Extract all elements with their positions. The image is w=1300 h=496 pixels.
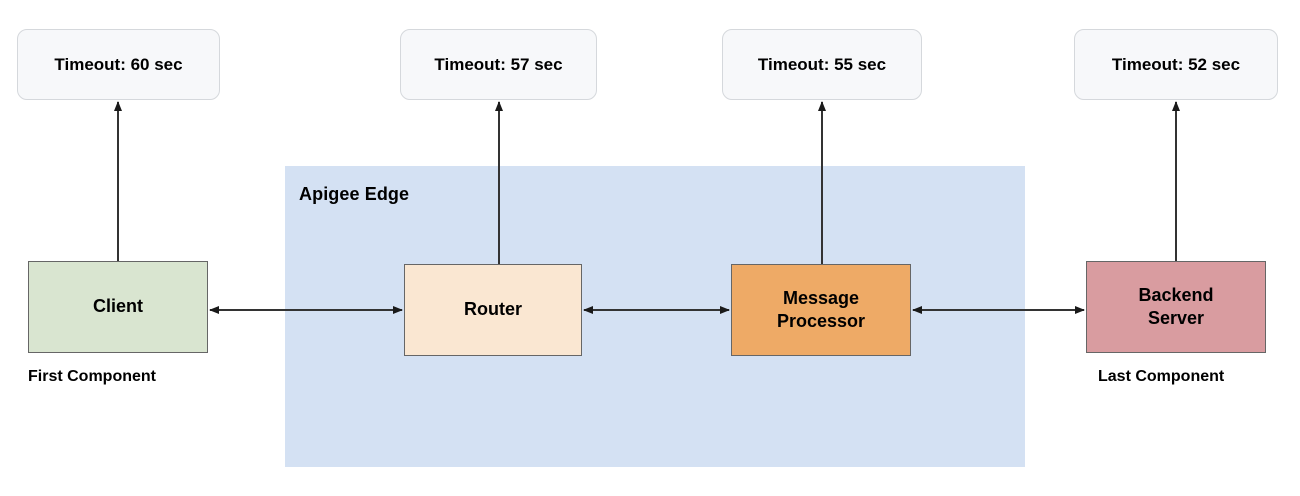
node-router-label: Router	[464, 299, 522, 320]
node-message-processor: Message Processor	[731, 264, 911, 356]
node-client: Client	[28, 261, 208, 353]
apigee-edge-label: Apigee Edge	[299, 184, 410, 204]
node-message-processor-label: Message Processor	[777, 287, 865, 333]
timeout-callout-router: Timeout: 57 sec	[400, 29, 597, 100]
node-backend-server: Backend Server	[1086, 261, 1266, 353]
node-client-label: Client	[92, 296, 143, 317]
node-message-processor-label-line2: Processor	[776, 311, 866, 331]
node-backend-server-label-line1: Backend	[1138, 284, 1214, 305]
node-message-processor-label-line1: Message	[782, 287, 860, 308]
timeout-callout-message-processor: Timeout: 55 sec	[722, 29, 922, 100]
node-router: Router	[404, 264, 582, 356]
timeout-callout-backend-server: Timeout: 52 sec	[1074, 29, 1278, 100]
timeout-callout-client: Timeout: 60 sec	[17, 29, 220, 100]
caption-first-component: First Component	[28, 368, 156, 385]
node-backend-server-label: Backend Server	[1138, 284, 1213, 330]
node-backend-server-label-line2: Server	[1147, 308, 1205, 328]
caption-last-component: Last Component	[1098, 368, 1225, 385]
